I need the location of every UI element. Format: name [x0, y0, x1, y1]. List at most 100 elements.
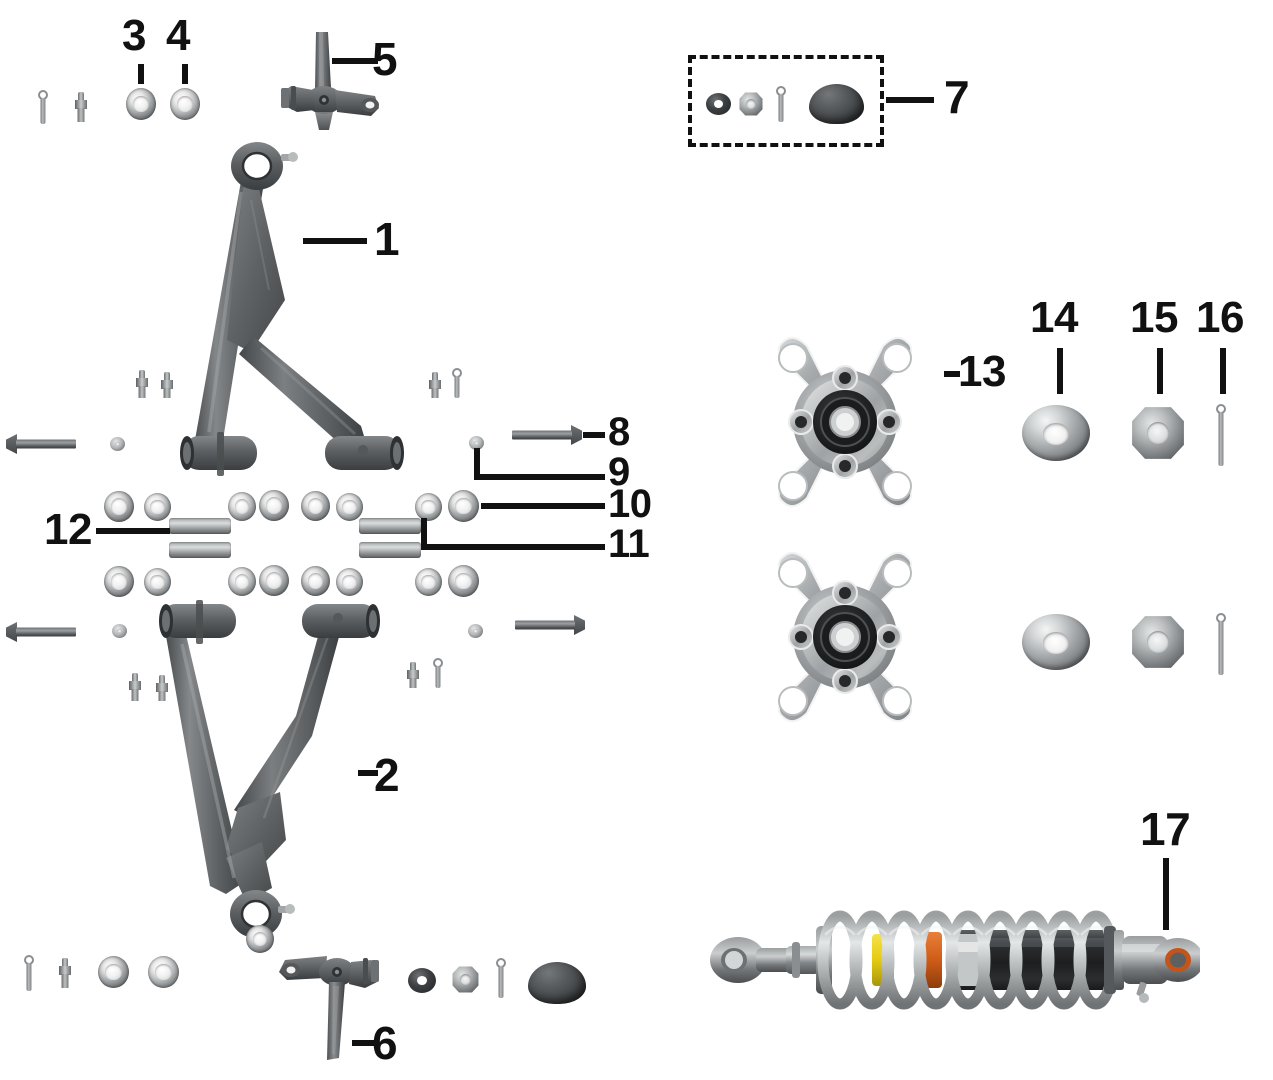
- front-wheel-hub: [745, 330, 945, 520]
- flat-washer: [706, 93, 731, 115]
- grease-fitting-icon: [128, 673, 142, 701]
- pivot-bolt: [6, 434, 76, 454]
- grease-fitting-icon: [428, 372, 442, 398]
- a-arm-bushing: [415, 568, 442, 596]
- a-arm-bushing: [415, 493, 442, 521]
- leader-line-17: [1163, 858, 1169, 930]
- grease-fitting-icon: [406, 662, 420, 688]
- pivot-bolt: [512, 425, 582, 445]
- dust-cap: [528, 962, 586, 1004]
- castle-nut: [1131, 406, 1185, 460]
- leader-line-5: [332, 58, 378, 64]
- leader-line-9-vertical: [474, 448, 480, 480]
- grease-fitting-icon: [135, 370, 149, 398]
- castle-nut: [1131, 615, 1185, 669]
- leader-line-14: [1057, 348, 1063, 394]
- leader-line-7: [886, 97, 934, 103]
- grease-fitting-icon: [74, 92, 88, 122]
- cotter-pin: [36, 90, 50, 124]
- flat-washer: [469, 436, 484, 450]
- callout-6: 6: [372, 1017, 398, 1069]
- dust-cap: [809, 84, 864, 124]
- cotter-pin: [775, 86, 787, 122]
- castle-nut: [452, 966, 479, 993]
- leader-line-11-vertical: [421, 518, 427, 550]
- upper-control-a-arm: [165, 140, 415, 490]
- a-arm-bushing: [336, 568, 363, 596]
- grease-fitting-icon: [155, 675, 169, 701]
- a-arm-bushing: [259, 565, 289, 596]
- bushing-sleeve-spacer: [169, 542, 231, 558]
- leader-line-6: [352, 1040, 374, 1046]
- front-shock-absorber: [700, 890, 1200, 1030]
- callout-12: 12: [44, 505, 92, 554]
- pivot-bushing-plain: [170, 88, 200, 120]
- leader-line-13: [944, 371, 960, 377]
- lower-steering-knuckle-spindle: [275, 948, 385, 1066]
- hardware-kit-group-box: [688, 55, 884, 147]
- spindle-cone-washer: [1022, 614, 1090, 670]
- cotter-pin: [1213, 613, 1229, 675]
- a-arm-bushing: [301, 491, 330, 521]
- callout-1: 1: [374, 213, 400, 265]
- a-arm-bushing: [144, 493, 171, 521]
- a-arm-bushing: [301, 566, 330, 596]
- lower-control-a-arm: [159, 596, 410, 946]
- flat-washer: [408, 968, 436, 993]
- cotter-pin: [1213, 404, 1229, 466]
- pivot-bolt: [6, 622, 76, 642]
- upper-steering-knuckle-spindle: [275, 30, 385, 135]
- grease-fitting-icon: [160, 372, 174, 398]
- leader-line-10: [481, 503, 605, 509]
- a-arm-bushing: [104, 566, 134, 597]
- a-arm-bushing: [228, 492, 256, 521]
- pivot-bushing-flanged: [98, 956, 129, 988]
- callout-7: 7: [944, 71, 970, 123]
- a-arm-bushing: [246, 925, 274, 953]
- cotter-pin: [450, 368, 463, 398]
- leader-line-4: [182, 64, 188, 84]
- bushing-sleeve-spacer: [359, 542, 421, 558]
- callout-16: 16: [1196, 293, 1244, 342]
- flat-washer: [112, 624, 127, 638]
- a-arm-bushing: [259, 490, 289, 521]
- callout-15: 15: [1130, 293, 1178, 342]
- bushing-sleeve-spacer: [169, 518, 231, 534]
- castle-nut: [739, 92, 763, 116]
- flat-washer: [110, 437, 125, 451]
- leader-line-11-horizontal: [421, 544, 605, 550]
- leader-line-12: [96, 528, 170, 534]
- callout-2: 2: [374, 749, 400, 801]
- callout-4: 4: [166, 11, 190, 60]
- pivot-bolt: [515, 615, 585, 635]
- spindle-cone-washer: [1022, 405, 1090, 461]
- callout-5: 5: [372, 33, 398, 85]
- cotter-pin: [431, 658, 444, 688]
- leader-line-9-horizontal: [474, 474, 605, 480]
- callout-17: 17: [1140, 803, 1191, 855]
- cotter-pin: [494, 958, 507, 998]
- a-arm-bushing: [448, 565, 479, 597]
- callout-14: 14: [1030, 293, 1078, 342]
- leader-line-15: [1157, 348, 1163, 394]
- bushing-sleeve-spacer: [359, 518, 421, 534]
- pivot-bushing-flanged: [126, 88, 156, 120]
- a-arm-bushing: [228, 567, 256, 596]
- a-arm-bushing: [336, 493, 363, 521]
- leader-line-8: [583, 432, 605, 438]
- callout-9: 9: [608, 450, 630, 494]
- a-arm-bushing: [144, 568, 171, 596]
- leader-line-1: [303, 238, 367, 244]
- callout-13: 13: [958, 347, 1006, 396]
- leader-line-3: [138, 64, 144, 84]
- callout-10: 10: [608, 482, 652, 526]
- front-wheel-hub: [745, 545, 945, 735]
- a-arm-bushing: [104, 491, 134, 522]
- leader-line-2: [358, 770, 378, 776]
- a-arm-bushing: [448, 490, 479, 522]
- leader-line-16: [1220, 348, 1226, 394]
- callout-3: 3: [122, 11, 146, 60]
- callout-8: 8: [608, 410, 630, 454]
- callout-11: 11: [608, 522, 650, 566]
